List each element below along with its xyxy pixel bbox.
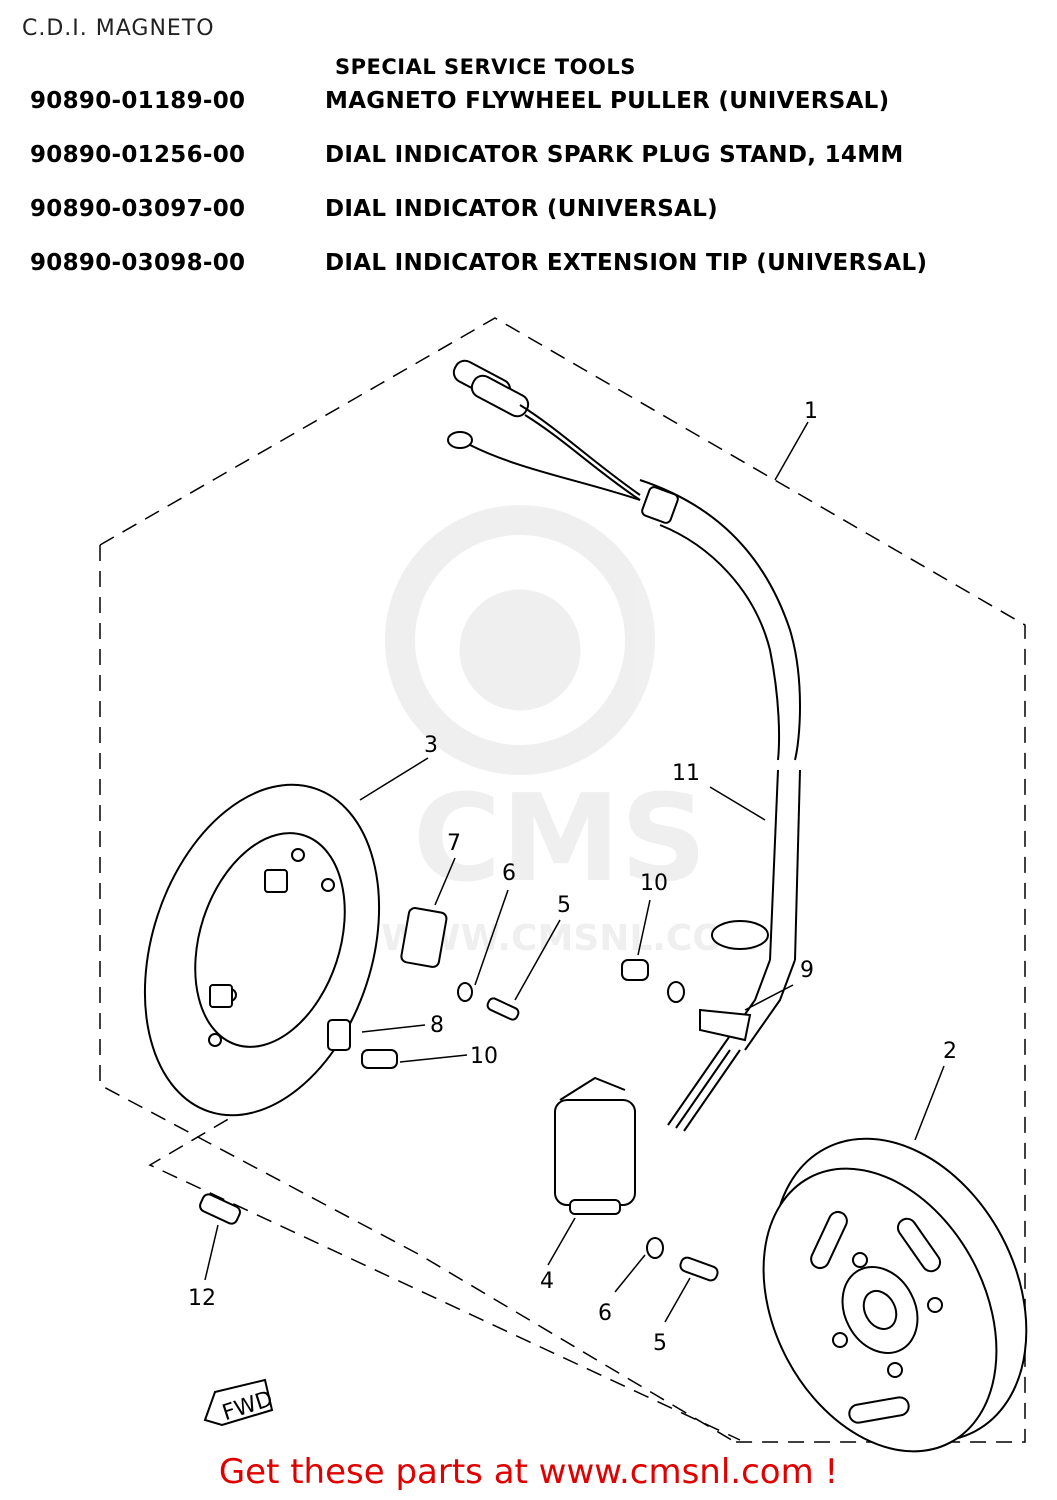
watermark-text: CMS	[413, 770, 707, 909]
callout-6-upper: 6	[502, 861, 516, 886]
cms-watermark: CMS WWW.CMSNL.COM	[381, 505, 759, 959]
part-9-clamp	[699, 1008, 752, 1042]
part-10-screw-lower	[361, 1049, 398, 1069]
tool-part-number: 90890-01189-00	[30, 88, 246, 114]
callout-6-lower: 6	[598, 1301, 612, 1326]
callout-2: 2	[943, 1039, 957, 1064]
part-5-screw-lower	[679, 1256, 719, 1282]
part-5-screw-upper	[486, 997, 520, 1021]
tool-row: 90890-01256-00 DIAL INDICATOR SPARK PLUG…	[30, 142, 1040, 176]
part-6-washer-lower	[646, 1237, 664, 1259]
part-10-screw-upper	[621, 959, 649, 981]
leader-lines	[204, 421, 945, 1323]
watermark-ring	[385, 505, 655, 775]
special-tools-heading: SPECIAL SERVICE TOOLS	[335, 55, 636, 79]
part-9-clamp-ring	[667, 981, 685, 1003]
fasteners	[199, 959, 752, 1282]
tool-part-number: 90890-03097-00	[30, 196, 246, 222]
part-2-flywheel-rotor	[762, 1137, 1028, 1453]
callout-10-lower: 10	[470, 1044, 498, 1069]
tool-row: 90890-03098-00 DIAL INDICATOR EXTENSION …	[30, 250, 1040, 284]
callout-numbers: 1 2 3 4 5 6 7 8 9 10 11 12 10 6 5	[188, 399, 957, 1356]
tool-part-number: 90890-03098-00	[30, 250, 246, 276]
part-6-washer-upper	[457, 982, 473, 1002]
part-4-source-coil	[554, 1076, 636, 1215]
page-title: C.D.I. MAGNETO	[22, 16, 215, 41]
footer-link[interactable]: Get these parts at www.cmsnl.com !	[218, 1452, 839, 1492]
callout-5-lower: 5	[653, 1331, 667, 1356]
tool-description: DIAL INDICATOR (UNIVERSAL)	[325, 196, 718, 222]
callout-10-upper: 10	[640, 871, 668, 896]
tool-description: DIAL INDICATOR SPARK PLUG STAND, 14MM	[325, 142, 904, 168]
callout-11: 11	[672, 761, 700, 786]
callout-12: 12	[188, 1286, 216, 1311]
callout-5-upper: 5	[557, 893, 571, 918]
tool-row: 90890-03097-00 DIAL INDICATOR (UNIVERSAL…	[30, 196, 1040, 230]
callout-7: 7	[447, 831, 461, 856]
part-8-bracket	[327, 1019, 351, 1051]
tool-part-number: 90890-01256-00	[30, 142, 246, 168]
callout-9: 9	[800, 958, 814, 983]
callout-1: 1	[804, 399, 818, 424]
part-1-wire-harness	[447, 359, 801, 1132]
callout-3: 3	[424, 733, 438, 758]
part-3-stator-plate	[143, 783, 381, 1117]
tool-description: MAGNETO FLYWHEEL PULLER (UNIVERSAL)	[325, 88, 890, 114]
tool-row: 90890-01189-00 MAGNETO FLYWHEEL PULLER (…	[30, 88, 1040, 122]
callout-8: 8	[430, 1013, 444, 1038]
part-7-pulser-coil	[400, 907, 448, 968]
tool-description: DIAL INDICATOR EXTENSION TIP (UNIVERSAL)	[325, 250, 928, 276]
fwd-arrow-icon: FWD	[203, 1378, 276, 1426]
part-12-screw	[199, 1193, 241, 1225]
callout-4: 4	[540, 1269, 554, 1294]
watermark-face	[459, 589, 581, 711]
